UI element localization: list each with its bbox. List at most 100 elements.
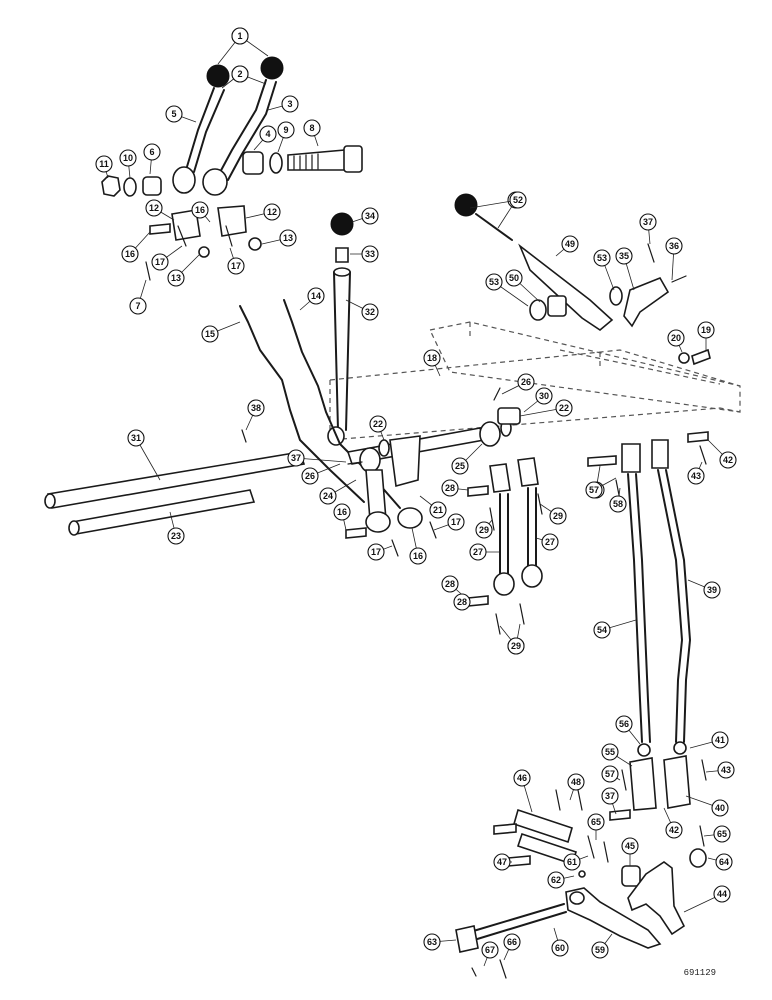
callout-47: 47 [493, 853, 511, 871]
svg-text:53: 53 [597, 253, 607, 263]
svg-text:55: 55 [605, 747, 615, 757]
svg-text:44: 44 [717, 889, 727, 899]
svg-text:31: 31 [131, 433, 141, 443]
spring-pin-65 [699, 825, 705, 847]
shaft-31 [46, 451, 306, 509]
svg-text:36: 36 [669, 241, 679, 251]
svg-text:34: 34 [365, 211, 375, 221]
callout-19: 19 [697, 321, 715, 339]
svg-text:6: 6 [149, 147, 154, 157]
lever-35 [623, 276, 670, 328]
callout-14: 14 [307, 287, 325, 305]
svg-text:54: 54 [597, 625, 607, 635]
svg-text:16: 16 [125, 249, 135, 259]
yoke-12-left [171, 209, 201, 241]
bellcrank-59 [565, 887, 662, 949]
bellcrank-44 [627, 861, 686, 936]
washer-62 [578, 870, 586, 878]
callout-24: 24 [319, 487, 337, 505]
callout-29: 29 [549, 507, 567, 525]
spring-pin-65b [603, 841, 609, 863]
lever-knob-34 [330, 212, 354, 236]
callout-34: 34 [361, 207, 379, 225]
bolt-19 [691, 348, 711, 366]
callout-21: 21 [429, 501, 447, 519]
upper-right-lever-assembly [454, 193, 711, 366]
callout-12: 12 [145, 199, 163, 217]
pin-57 [587, 455, 617, 467]
callout-16: 16 [409, 547, 427, 565]
svg-text:24: 24 [323, 491, 333, 501]
svg-text:27: 27 [473, 547, 483, 557]
pin-37 [647, 243, 655, 263]
rod-15 [239, 305, 365, 503]
bushing-64 [689, 848, 707, 868]
callout-60: 60 [551, 939, 569, 957]
lever-hub-left [172, 166, 196, 194]
callout-46: 46 [513, 769, 531, 787]
bolt-8 [287, 149, 346, 171]
svg-text:65: 65 [717, 829, 727, 839]
callout-33: 33 [361, 245, 379, 263]
svg-text:67: 67 [485, 945, 495, 955]
callout-18: 18 [423, 349, 441, 367]
svg-text:20: 20 [671, 333, 681, 343]
svg-text:13: 13 [283, 233, 293, 243]
clevis-top-left [489, 463, 511, 493]
svg-text:26: 26 [305, 471, 315, 481]
callout-23: 23 [167, 527, 185, 545]
upper-left-lever-assembly [101, 56, 363, 281]
lever-plate-48 [518, 243, 614, 331]
lever-arm-5 [185, 87, 225, 173]
svg-text:33: 33 [365, 249, 375, 259]
spring-pin-17 [177, 225, 233, 247]
washer-22a [378, 439, 390, 457]
callout-28: 28 [453, 593, 471, 611]
clevis-57 [621, 443, 641, 473]
svg-text:2: 2 [237, 69, 242, 79]
svg-text:46: 46 [517, 773, 527, 783]
pin-36 [671, 275, 687, 283]
callout-64: 64 [715, 853, 733, 871]
callout-28: 28 [441, 575, 459, 593]
svg-text:22: 22 [373, 419, 383, 429]
block-30 [497, 407, 521, 425]
svg-text:39: 39 [707, 585, 717, 595]
svg-text:63: 63 [427, 937, 437, 947]
nut-11 [101, 175, 121, 197]
svg-text:66: 66 [507, 937, 517, 947]
yoke-12-right [217, 205, 247, 237]
svg-text:12: 12 [267, 207, 277, 217]
callout-55: 55 [601, 743, 619, 761]
callout-10: 10 [119, 149, 137, 167]
lever-hub-right [202, 168, 228, 196]
lever-knob-52 [454, 193, 478, 217]
pin-28-top [467, 485, 489, 497]
callout-17: 17 [151, 253, 169, 271]
link-27-left [499, 493, 509, 575]
yoke-55 [629, 757, 657, 811]
callout-8: 8 [303, 119, 321, 137]
svg-text:52: 52 [513, 195, 523, 205]
callout-42: 42 [719, 451, 737, 469]
svg-text:37: 37 [643, 217, 653, 227]
svg-text:10: 10 [123, 153, 133, 163]
callout-13: 13 [167, 269, 185, 287]
svg-text:13: 13 [171, 273, 181, 283]
washer-9 [269, 152, 283, 174]
cotter-7 [145, 261, 151, 281]
frame-outline [329, 321, 741, 441]
callout-17: 17 [367, 543, 385, 561]
central-lever-assembly [239, 212, 521, 557]
svg-text:12: 12 [149, 203, 159, 213]
callout-37: 37 [287, 449, 305, 467]
hand-lever-32 [333, 271, 351, 431]
callout-43: 43 [717, 761, 735, 779]
svg-text:43: 43 [721, 765, 731, 775]
callout-57: 57 [585, 481, 603, 499]
callout-53: 53 [485, 273, 503, 291]
callout-13: 13 [279, 229, 297, 247]
callout-9: 9 [277, 121, 295, 139]
callout-41: 41 [711, 731, 729, 749]
